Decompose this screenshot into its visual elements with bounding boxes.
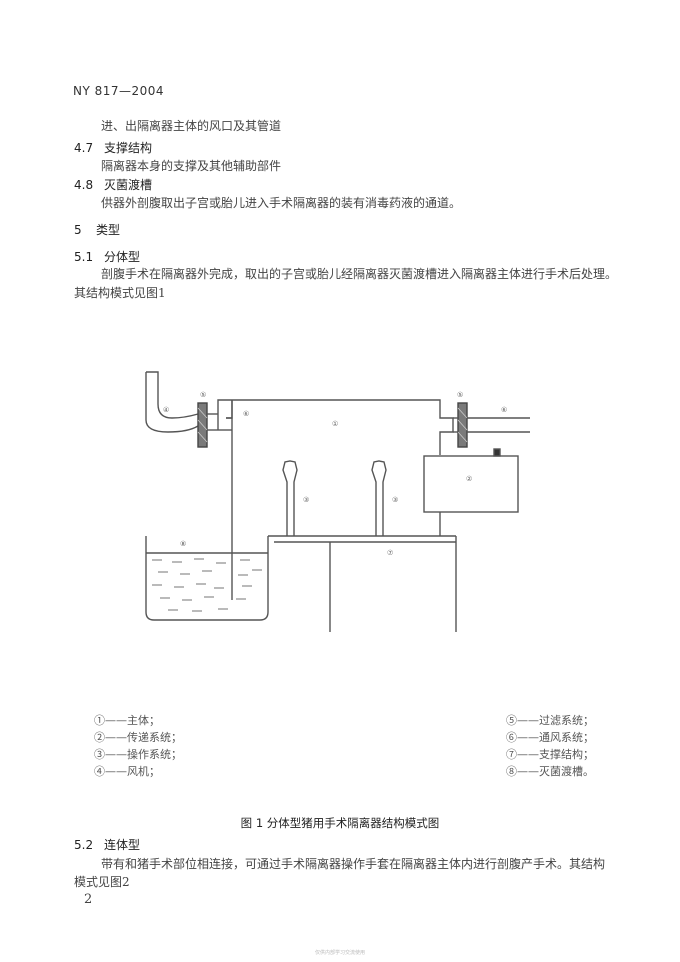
label-5-left: ⑤ (200, 391, 206, 399)
legend-item-5: ⑤——过滤系统； (506, 714, 594, 727)
heading-number: 4.7 (74, 141, 94, 155)
fan-housing (145, 372, 199, 433)
transfer-box-handle (493, 448, 501, 457)
heading-title: 类型 (96, 223, 121, 237)
figure-caption: 图 1 分体型猪用手术隔离器结构模式图 (240, 816, 440, 830)
heading-title: 连体型 (104, 838, 141, 852)
label-2: ② (466, 475, 472, 483)
label-6-left: ⑥ (243, 410, 249, 418)
left-glove (282, 460, 298, 536)
label-3-right: ③ (392, 496, 398, 504)
page-number: 2 (84, 892, 93, 907)
legend-item-4: ④——风机； (94, 765, 160, 778)
legend-item-3: ③——操作系统； (94, 748, 182, 761)
transfer-box (423, 455, 519, 513)
heading-4-7: 4.7 支撑结构 (74, 139, 152, 156)
legend-item-2: ②——传递系统； (94, 731, 182, 744)
fan-housing-top (146, 371, 199, 419)
label-8: ⑧ (180, 540, 186, 548)
sterilization-tank (145, 536, 269, 621)
label-3-left: ③ (303, 496, 309, 504)
document-code-header: NY 817—2004 (73, 84, 165, 98)
label-5-right: ⑤ (457, 391, 463, 399)
paragraph-5-1-line-1: 剖腹手术在隔离器外完成，取出的子宫或胎儿经隔离器灭菌渡槽进入隔离器主体进行手术后… (101, 267, 618, 281)
tank-liquid-hatching (152, 558, 262, 612)
heading-title: 分体型 (104, 250, 141, 264)
heading-number: 5 (74, 223, 82, 237)
heading-4-8: 4.8 灭菌渡槽 (74, 176, 152, 193)
legend-item-8: ⑧——灭菌渡槽。 (506, 765, 594, 778)
legend-item-7: ⑦——支撑结构； (506, 748, 594, 761)
paragraph-5-1-line-2: 其结构模式见图1 (74, 286, 166, 300)
heading-number: 4.8 (74, 178, 94, 192)
heading-5-1: 5.1 分体型 (74, 248, 140, 265)
heading-number: 5.1 (74, 250, 94, 264)
label-1: ① (332, 420, 338, 428)
heading-title: 支撑结构 (104, 141, 153, 155)
paragraph-5-2-line-2: 模式见图2 (74, 875, 130, 889)
label-7: ⑦ (387, 549, 393, 557)
paragraph-4-7: 隔离器本身的支撑及其他辅助部件 (101, 159, 282, 173)
paragraph-4-8: 供器外剖腹取出子宫或胎儿进入手术隔离器的装有消毒药液的通道。 (101, 196, 462, 210)
label-4: ④ (163, 406, 169, 414)
heading-title: 灭菌渡槽 (104, 178, 153, 192)
legend-item-1: ①——主体； (94, 714, 160, 727)
right-glove (371, 460, 387, 536)
paragraph-4-6-continuation: 进、出隔离器主体的风口及其管道 (101, 119, 282, 133)
label-6-right: ⑥ (501, 406, 507, 414)
footer-watermark: 仅供内部学习交流使用 (314, 950, 365, 956)
paragraph-5-2-line-1: 带有和猪手术部位相连接，可通过手术隔离器操作手套在隔离器主体内进行剖腹产手术。其… (101, 857, 606, 871)
heading-5-2: 5.2 连体型 (74, 836, 140, 853)
heading-number: 5.2 (74, 838, 94, 852)
heading-5: 5 类型 (74, 221, 120, 238)
legend-item-6: ⑥——通风系统； (506, 731, 594, 744)
